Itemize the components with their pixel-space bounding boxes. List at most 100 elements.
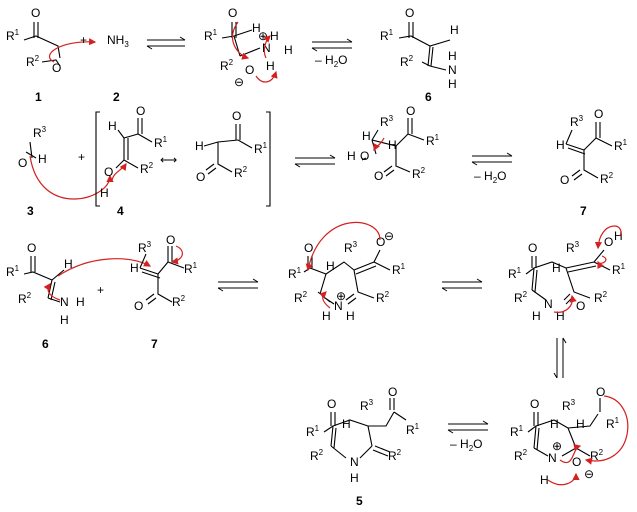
svg-text:H: H — [64, 257, 73, 271]
svg-text:H: H — [350, 471, 359, 485]
svg-text:R2: R2 — [400, 54, 414, 69]
svg-text:O: O — [52, 61, 61, 75]
svg-text:H: H — [362, 129, 371, 143]
svg-text:H: H — [322, 309, 331, 323]
svg-text:H: H — [252, 21, 261, 35]
svg-text:O: O — [134, 299, 143, 313]
svg-text:O: O — [304, 241, 313, 255]
svg-text:N: N — [334, 299, 343, 313]
equilibrium-arrow — [146, 36, 186, 50]
svg-text:N: N — [262, 41, 271, 55]
compound-7-row3: R3 H O R1 O R2 — [130, 233, 198, 313]
svg-text:R1: R1 — [510, 424, 524, 439]
intermediate-hemiaminal: O R1 H N ⊕ H H H R2 O ⊖ — [204, 6, 293, 89]
red-arrow — [29, 155, 114, 200]
label-7a: 7 — [580, 204, 587, 218]
svg-text:O: O — [560, 173, 569, 187]
svg-text:R2: R2 — [172, 294, 186, 309]
compound-3-aldehyde: R3 O H — [18, 125, 47, 170]
svg-text:O: O — [576, 299, 585, 313]
svg-text:R2: R2 — [234, 165, 248, 180]
svg-text:H: H — [326, 259, 335, 273]
svg-text:R3: R3 — [570, 114, 584, 129]
label-1: 1 — [35, 90, 42, 104]
compound-1: O R1 R2 O — [6, 6, 61, 75]
svg-text:H: H — [346, 309, 355, 323]
svg-text:O: O — [31, 6, 40, 20]
equilibrium-arrow — [294, 154, 336, 168]
label-4: 4 — [117, 204, 124, 218]
svg-text:R3: R3 — [566, 240, 580, 255]
svg-text:R1: R1 — [380, 28, 394, 43]
svg-text:R3: R3 — [380, 114, 394, 129]
svg-text:H: H — [540, 473, 549, 487]
svg-text:O: O — [327, 397, 336, 411]
svg-text:O: O — [232, 109, 241, 123]
svg-text:H: H — [60, 313, 69, 327]
svg-text:⊕: ⊕ — [336, 289, 346, 303]
svg-text:H: H — [614, 229, 623, 243]
ammonia: NH3 — [107, 33, 129, 49]
svg-text:N: N — [60, 295, 69, 309]
svg-text:N: N — [350, 455, 359, 469]
svg-text:⊖: ⊖ — [584, 467, 594, 481]
label-7b: 7 — [151, 337, 158, 351]
compound-6-row3: O R1 H R2 N H H — [6, 241, 152, 327]
svg-text:R2: R2 — [594, 290, 608, 305]
svg-text:R1: R1 — [184, 261, 198, 276]
svg-text:⊕: ⊕ — [552, 439, 562, 453]
svg-text:– H2O: – H2O — [315, 53, 347, 69]
compound-5-dihydropyridine: O R1 R3 H O R1 R2 R2 N H — [306, 385, 420, 485]
svg-text:R1: R1 — [606, 416, 620, 431]
svg-text:H: H — [576, 417, 585, 431]
svg-text:O: O — [405, 6, 414, 20]
svg-text:R3: R3 — [360, 398, 374, 413]
svg-text:R2: R2 — [140, 161, 154, 176]
svg-text:R1: R1 — [614, 138, 628, 153]
svg-text:H: H — [284, 43, 293, 57]
label-6a: 6 — [425, 90, 432, 104]
label-2: 2 — [113, 90, 120, 104]
svg-text:H: H — [266, 59, 275, 73]
svg-text:– H2O: – H2O — [450, 437, 482, 453]
compound-4-diketone: O R1 H R2 O — [195, 109, 268, 184]
svg-text:N: N — [548, 451, 557, 465]
svg-text:R1: R1 — [406, 422, 420, 437]
equilibrium-arrow — [441, 278, 483, 292]
svg-text:O: O — [376, 235, 385, 249]
bracket-left — [95, 111, 100, 207]
svg-text:R2: R2 — [310, 448, 324, 463]
svg-text:H: H — [550, 417, 559, 431]
svg-text:R2: R2 — [600, 171, 614, 186]
equilibrium-arrow — [217, 278, 259, 292]
svg-text:O: O — [374, 169, 383, 183]
svg-text:– H2O: – H2O — [474, 169, 506, 185]
svg-text:⊕: ⊕ — [258, 29, 268, 43]
label-5: 5 — [356, 494, 363, 508]
svg-text:H: H — [342, 417, 351, 431]
svg-text:O: O — [27, 241, 36, 255]
label-6b: 6 — [42, 337, 49, 351]
svg-text:H: H — [448, 77, 457, 91]
bracket-right — [266, 111, 271, 207]
svg-text:O: O — [18, 156, 27, 170]
svg-text:H: H — [556, 138, 565, 152]
svg-text:R1: R1 — [392, 262, 406, 277]
svg-text:R2: R2 — [514, 290, 528, 305]
equilibrium-vertical — [553, 337, 567, 379]
svg-text:+: + — [78, 150, 85, 164]
enol-amine-intermediate: O R1 H R3 O H R1 R2 N H H O R2 — [508, 225, 626, 323]
svg-text:O: O — [136, 104, 145, 118]
svg-text:R1: R1 — [204, 28, 218, 43]
svg-text:H: H — [195, 139, 204, 153]
svg-text:R3: R3 — [138, 240, 152, 255]
compound-6-enaminone: O R1 H R2 N H H — [380, 6, 459, 91]
resonance-arrow: ⟷ — [160, 153, 177, 167]
svg-text:O: O — [245, 63, 254, 77]
label-3: 3 — [27, 204, 34, 218]
svg-text:R2: R2 — [18, 291, 32, 306]
svg-text:O: O — [572, 455, 581, 469]
svg-text:R1: R1 — [154, 135, 168, 150]
svg-text:H: H — [76, 295, 85, 309]
cyclized-hemiaminal: O R1 R3 H H O R1 R2 N ⊕ H O ⊖ R2 — [510, 385, 629, 487]
